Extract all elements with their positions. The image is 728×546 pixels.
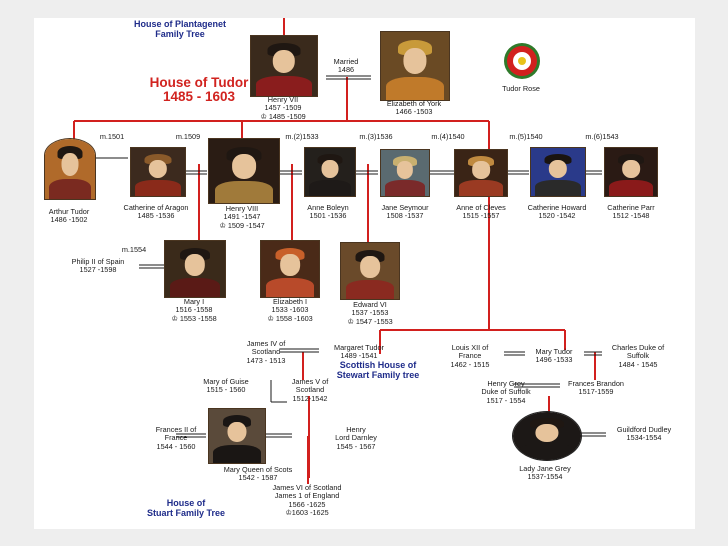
portrait-henry-viii[interactable] [208,138,280,204]
portrait-mary-i[interactable] [164,240,226,298]
marriage-h8-second: m.(2)1533 [285,132,319,141]
portrait-jane-seymour[interactable] [380,149,430,197]
marriage-h8-fourth: m.(4)1540 [431,132,465,141]
portrait-catherine-of-aragon[interactable] [130,147,186,197]
portrait-henry-vii[interactable] [250,35,318,97]
marriage-h8-fifth: m.(5)1540 [509,132,543,141]
marriage-h8-first: m.1509 [175,132,201,141]
portrait-elizabeth-of-york[interactable] [380,31,450,101]
portrait-catherine-parr[interactable] [604,147,658,197]
marriage-h8-sixth: m.(6)1543 [585,132,619,141]
marriage-h8-third: m.(3)1536 [359,132,393,141]
portrait-anne-boleyn[interactable] [304,147,356,197]
portrait-anne-of-cleves[interactable] [454,149,508,197]
marriage-mary-philip: m.1554 [121,245,147,254]
portrait-mary-queen-of-scots[interactable] [208,408,266,464]
portrait-lady-jane-grey[interactable] [512,411,582,461]
marriage-arthur: m.1501 [99,132,125,141]
portrait-elizabeth-i[interactable] [260,240,320,298]
portrait-edward-vi[interactable] [340,242,400,300]
tudor-rose-label: Tudor Rose [502,84,540,93]
portrait-arthur-tudor[interactable] [44,138,96,200]
tudor-rose-icon [504,43,540,79]
portrait-catherine-howard[interactable] [530,147,586,197]
